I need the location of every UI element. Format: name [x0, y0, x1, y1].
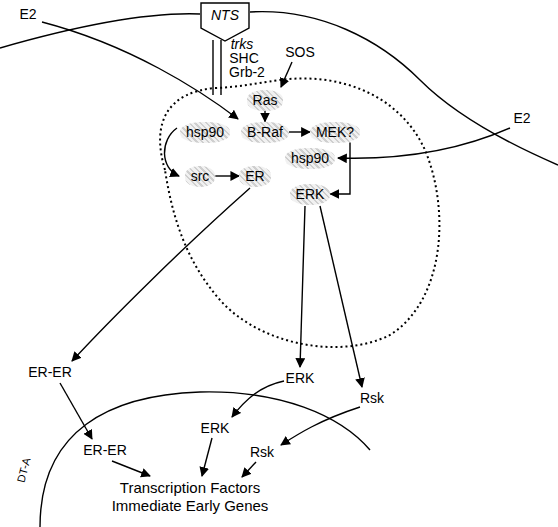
nuclear-membrane [40, 392, 370, 527]
protein-blob: src [185, 166, 216, 187]
arrow [42, 22, 238, 119]
receptor-line [220, 40, 221, 95]
node-text: NTS [211, 7, 239, 24]
protein-blob: ER [239, 166, 270, 187]
protein-blob: hsp90 [180, 122, 230, 143]
arrow [232, 381, 284, 417]
text-label: E2 [513, 110, 530, 126]
arrow [112, 461, 150, 476]
protein-blob: hsp90 [285, 148, 335, 169]
text-label: Transcription Factors [120, 480, 260, 496]
protein-blob: MEK? [310, 122, 360, 143]
text-label: ERK [201, 420, 230, 436]
arrow [72, 188, 250, 361]
text-label: ER-ER [83, 442, 127, 458]
text-label: SOS [285, 44, 315, 60]
arrow [60, 383, 92, 439]
node-text: ERK [296, 186, 325, 203]
node-text: hsp90 [186, 124, 224, 141]
node-text: src [191, 168, 210, 185]
arrow [202, 438, 212, 476]
protein-blob: B-Raf [241, 122, 289, 143]
connector-arrow [264, 111, 265, 122]
arrow [320, 206, 362, 387]
caveola-region [160, 78, 439, 347]
text-label: DT-A [13, 456, 35, 484]
text-label: trks [231, 36, 254, 52]
node-text: MEK? [316, 124, 354, 141]
connector-arrow [330, 143, 350, 195]
text-label: ERK [286, 370, 315, 386]
text-label: Immediate Early Genes [112, 498, 269, 514]
arrow [300, 206, 305, 367]
node-text: B-Raf [247, 124, 283, 141]
arrow [281, 407, 360, 445]
text-label: Rsk [250, 444, 274, 460]
arrow [242, 462, 256, 477]
protein-blob: Ras [247, 90, 284, 111]
cell-membrane [250, 12, 558, 165]
connector-arrow [215, 175, 239, 176]
text-label: ER-ER [28, 364, 72, 380]
receptor-line [212, 40, 213, 95]
arrow [281, 62, 292, 87]
text-label: Grb-2 [229, 64, 265, 80]
node-text: hsp90 [291, 150, 329, 167]
protein-blob: ERK [290, 184, 331, 205]
text-label: SHC [229, 50, 259, 66]
connector-arrow [289, 131, 310, 132]
node-text: Ras [253, 92, 278, 109]
receptor-shape [201, 3, 249, 41]
arrow [338, 128, 510, 158]
text-label: E2 [19, 6, 36, 22]
arrow [164, 128, 179, 176]
node-text: ER [245, 168, 264, 185]
text-label: Rsk [360, 390, 384, 406]
